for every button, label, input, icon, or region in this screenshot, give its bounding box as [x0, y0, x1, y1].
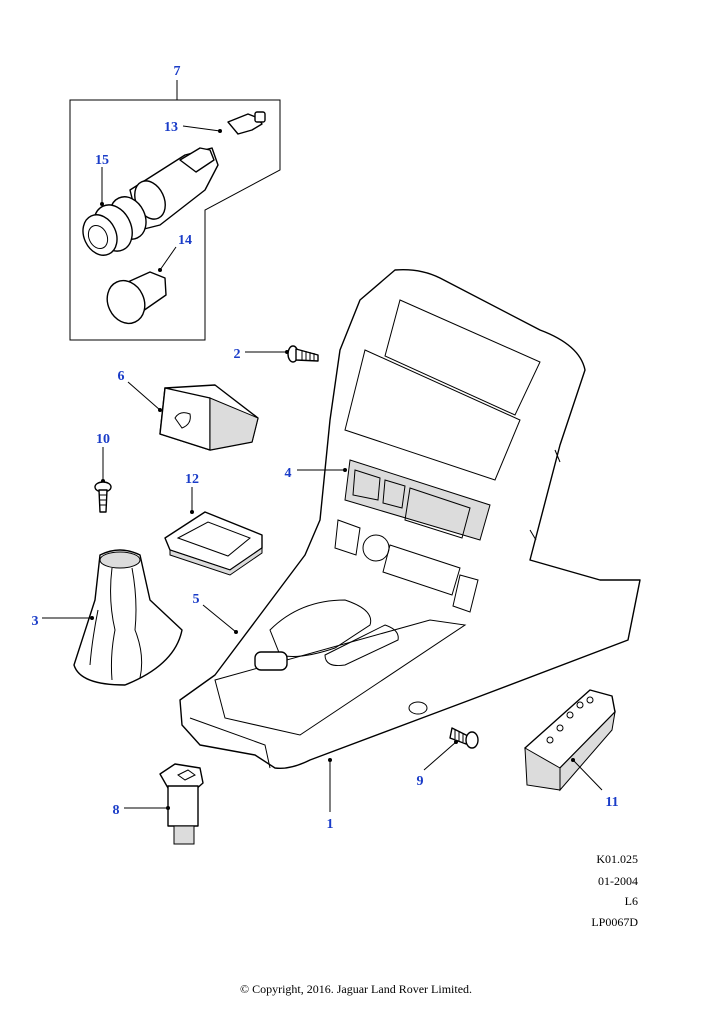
- part-4-trim-panel-leader: [297, 468, 347, 472]
- part-5-console-leader: [202, 604, 238, 634]
- diagram-reference: K01.025: [596, 852, 638, 866]
- callout-7: 7: [174, 64, 181, 79]
- callout-4: 4: [285, 466, 292, 481]
- part-14-cap: [106, 246, 177, 325]
- part-13-bulb: [182, 111, 266, 135]
- callout-12: 12: [185, 472, 199, 487]
- callout-8: 8: [113, 803, 120, 818]
- copyright-notice: © Copyright, 2016. Jaguar Land Rover Lim…: [239, 982, 473, 996]
- callout-9: 9: [417, 774, 424, 789]
- callout-5: 5: [193, 592, 200, 607]
- callout-6: 6: [118, 369, 125, 384]
- part-11-control-panel: [524, 689, 616, 792]
- lighter-inset-box: [69, 80, 281, 341]
- callout-2: 2: [234, 347, 241, 362]
- diagram-model: L6: [624, 894, 638, 908]
- part-12-tray: [164, 487, 263, 576]
- part-6-ashtray: [127, 381, 259, 451]
- part-15-lighter-element: [82, 147, 219, 256]
- diagram-part-ref: LP0067D: [591, 915, 638, 929]
- callout-13: 13: [164, 120, 178, 135]
- callout-3: 3: [32, 614, 39, 629]
- part-8-switch: [124, 763, 204, 845]
- part-2-screw: [245, 345, 319, 363]
- callout-15: 15: [95, 153, 109, 168]
- part-3-gear-boot: [42, 549, 183, 686]
- callout-14: 14: [178, 233, 192, 248]
- diagram-date: 01-2004: [598, 874, 638, 888]
- part-1-console: [179, 268, 641, 812]
- callout-11: 11: [605, 795, 618, 810]
- callout-10: 10: [96, 432, 110, 447]
- part-10-screw: [94, 447, 112, 513]
- part-9-screw: [423, 727, 479, 771]
- callout-1: 1: [327, 817, 334, 832]
